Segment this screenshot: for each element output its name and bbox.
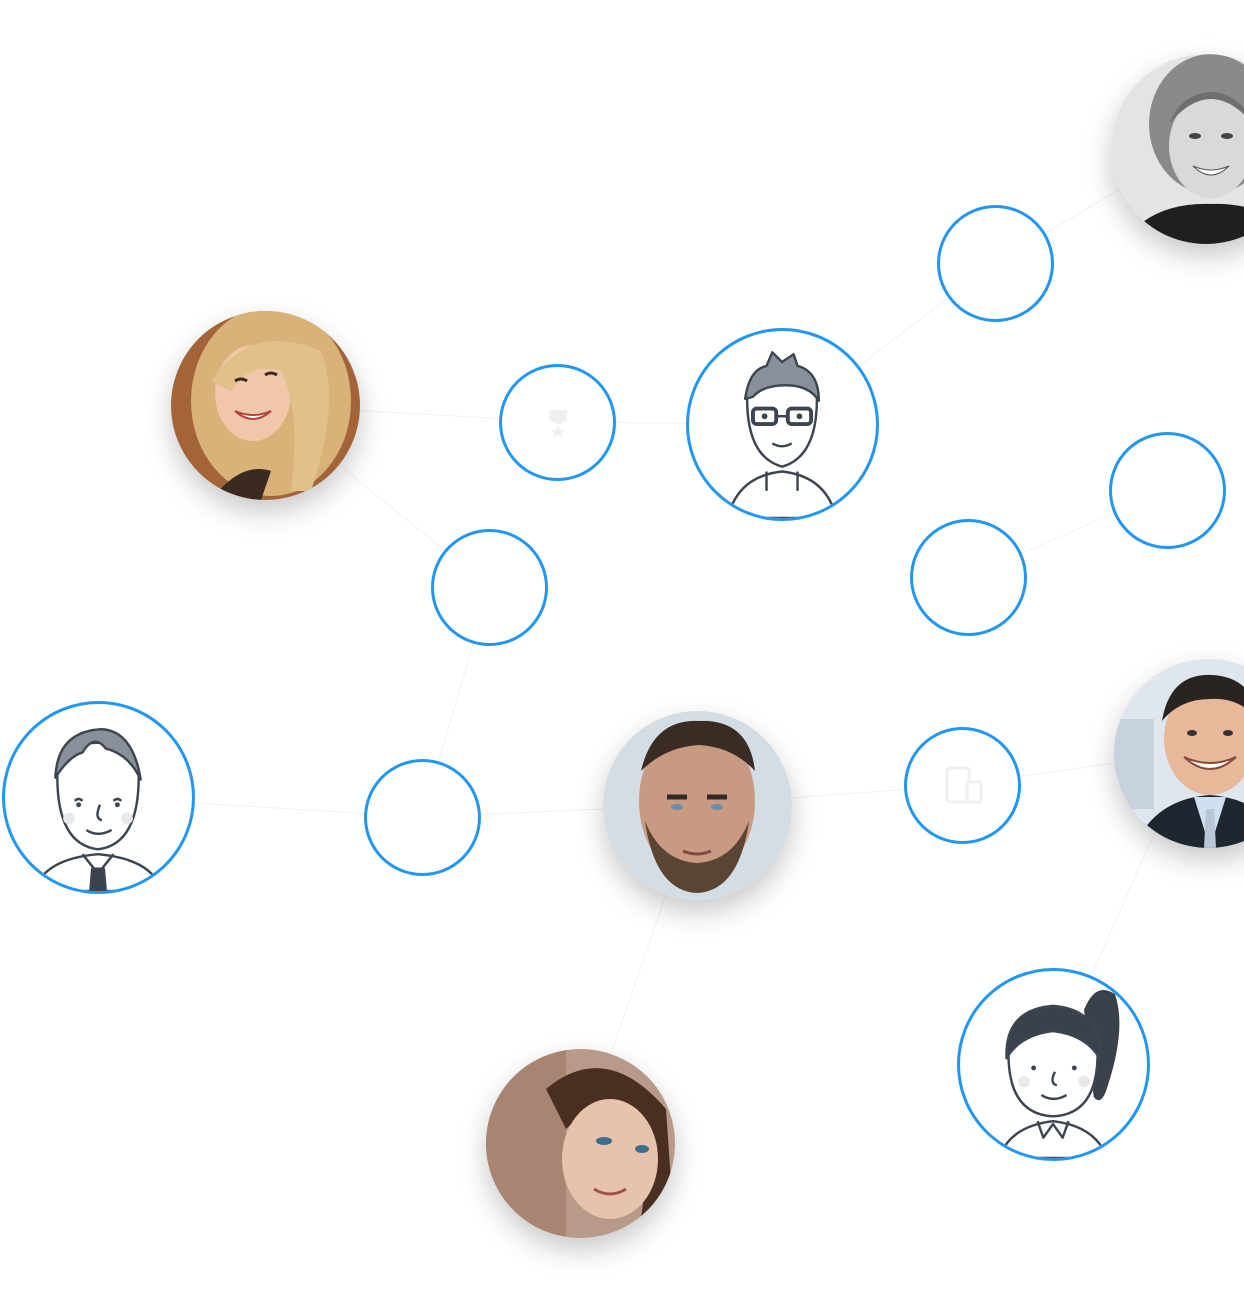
avatar-illustration-ponytail[interactable]: [957, 968, 1150, 1161]
empty-node[interactable]: [937, 205, 1054, 322]
award-node[interactable]: [499, 364, 616, 481]
avatar-tie-icon: [32, 727, 164, 891]
award-star-icon: [548, 409, 567, 438]
devices-node[interactable]: [904, 727, 1021, 844]
empty-node[interactable]: [431, 529, 548, 646]
empty-node[interactable]: [364, 759, 481, 876]
user-photo-icon: [171, 311, 360, 500]
user-photo-icon: [603, 711, 792, 900]
avatar-ponytail-icon: [997, 989, 1120, 1158]
empty-node[interactable]: [910, 519, 1027, 636]
avatar-photo-bearded-man[interactable]: [603, 711, 792, 900]
avatar-illustration-glasses[interactable]: [686, 328, 879, 521]
avatar-glasses-icon: [726, 351, 838, 518]
empty-node[interactable]: [1109, 432, 1226, 549]
avatar-photo-woman-winking[interactable]: [171, 311, 360, 500]
avatar-photo-woman-blue-eyes[interactable]: [486, 1049, 675, 1238]
devices-icon: [945, 766, 982, 803]
avatar-illustration-tie[interactable]: [2, 701, 195, 894]
user-photo-icon: [486, 1049, 675, 1238]
